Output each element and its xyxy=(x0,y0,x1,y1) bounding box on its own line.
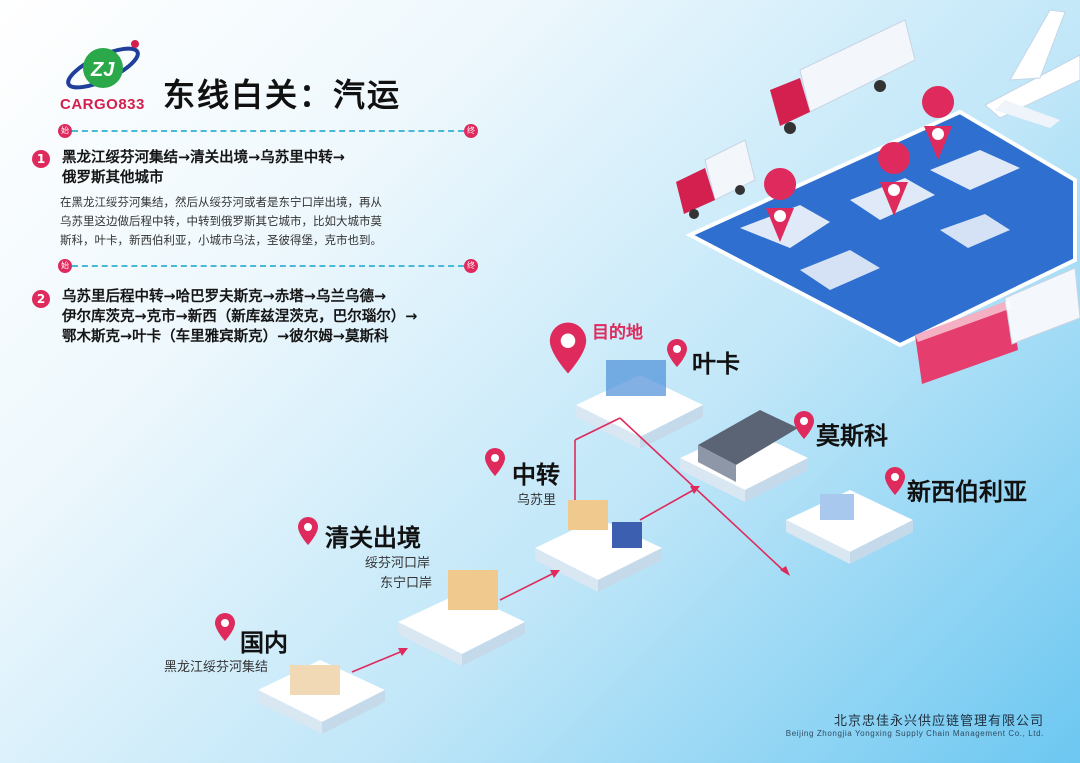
desc-1-line1: 在黑龙江绥芬河集结，然后从绥芬河或者是东宁口岸出境，再从 xyxy=(60,195,382,209)
desc-1-line3: 斯科，叶卡，新西伯利亚，小城市乌法，圣彼得堡，克市也到。 xyxy=(60,233,382,247)
start-marker: 始 xyxy=(58,124,72,138)
stage-customs-sub1: 绥芬河口岸 xyxy=(365,556,431,571)
stage-moscow-label: 莫斯科 xyxy=(816,422,888,450)
stage-novosibirsk-label: 新西伯利亚 xyxy=(907,478,1027,506)
location-pin-icon xyxy=(794,411,814,439)
stage-transit-label: 中转 xyxy=(512,461,560,489)
platforms xyxy=(258,360,913,734)
stage-domestic-label: 国内 xyxy=(240,629,288,657)
route-2-line2: 伊尔库茨克→克市→新西（新库兹涅茨克，巴尔瑙尔）→ xyxy=(62,309,418,325)
airplane xyxy=(984,9,1080,128)
stage-domestic-sub: 黑龙江绥芬河集结 xyxy=(164,660,269,675)
stage-customs-sub2: 东宁口岸 xyxy=(380,576,433,591)
end-marker: 终 xyxy=(464,259,478,273)
step-number-2: 2 xyxy=(32,290,50,308)
location-pin-icon xyxy=(215,613,235,641)
route-2-line1: 乌苏里后程中转→哈巴罗夫斯克→赤塔→乌兰乌德→ xyxy=(62,289,387,305)
truck-small xyxy=(676,139,756,219)
page-title: 东线白关：汽运 xyxy=(163,76,402,114)
route-1-line2: 俄罗斯其他城市 xyxy=(62,170,164,186)
start-marker: 始 xyxy=(58,259,72,273)
divider-start-end-2: 始 终 xyxy=(58,259,478,273)
stage-yeka-label: 叶卡 xyxy=(692,350,740,378)
route-1: 黑龙江绥芬河集结→清关出境→乌苏里中转→ 俄罗斯其他城市 xyxy=(62,148,345,188)
zj-globe-logo-icon: ZJ xyxy=(66,40,140,90)
svg-text:ZJ: ZJ xyxy=(90,59,115,81)
train xyxy=(915,267,1080,384)
step-number-1: 1 xyxy=(32,150,50,168)
location-pin-icon xyxy=(885,467,905,495)
location-pin-icon xyxy=(667,339,687,367)
map-pins xyxy=(764,86,955,242)
destination-tag: 目的地 xyxy=(592,323,643,343)
location-pin-icon xyxy=(485,448,505,476)
truck-large xyxy=(770,19,916,134)
company-name-en: Beijing Zhongjia Yongxing Supply Chain M… xyxy=(785,729,1044,738)
desc-1-line2: 乌苏里这边做后程中转，中转到俄罗斯其它城市，比如大城市莫 xyxy=(60,214,382,228)
logo-text: CARGO833 xyxy=(60,96,145,113)
route-1-line1: 黑龙江绥芬河集结→清关出境→乌苏里中转→ xyxy=(62,150,345,166)
stage-customs-label: 清关出境 xyxy=(325,524,421,552)
route-2-line3: 鄂木斯克→叶卡（车里雅宾斯克）→彼尔姆→莫斯科 xyxy=(62,329,389,345)
stage-transit-sub: 乌苏里 xyxy=(517,493,557,508)
route-2: 乌苏里后程中转→哈巴罗夫斯克→赤塔→乌兰乌德→ 伊尔库茨克→克市→新西（新库兹涅… xyxy=(62,287,417,347)
location-pin-icon xyxy=(298,517,318,545)
destination-pin-icon xyxy=(549,322,587,374)
route-arrows xyxy=(351,417,790,673)
company-name-cn: 北京忠佳永兴供应链管理有限公司 xyxy=(833,714,1044,729)
divider-start-end: 始 终 xyxy=(58,124,478,138)
description-1: 在黑龙江绥芬河集结，然后从绥芬河或者是东宁口岸出境，再从 乌苏里这边做后程中转，… xyxy=(60,193,490,250)
end-marker: 终 xyxy=(464,124,478,138)
